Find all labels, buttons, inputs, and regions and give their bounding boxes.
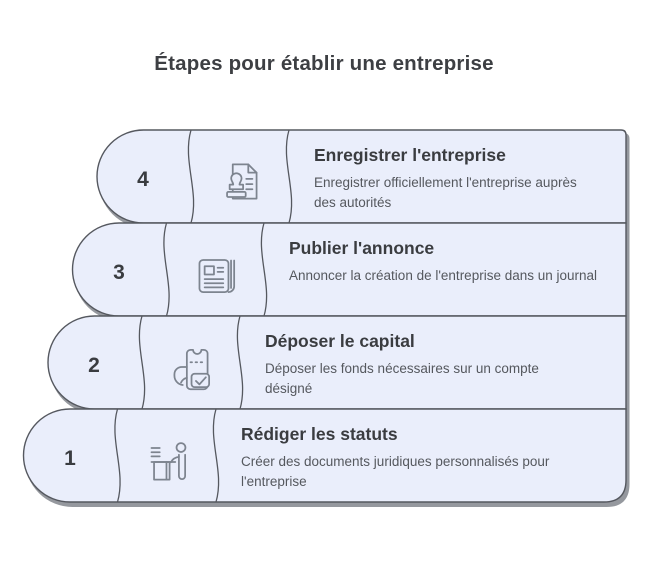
step-description: Créer des documents juridiques personnal… [241,454,550,489]
step-title: Enregistrer l'entreprise [314,145,506,165]
page-title: Étapes pour établir une entreprise [154,52,494,75]
newspaper-icon [186,246,244,304]
step-title: Rédiger les statuts [241,424,398,444]
step-number: 1 [64,447,76,470]
person-writing-desk-icon [138,432,196,490]
step-number: 3 [113,261,125,284]
step-title: Publier l'annonce [289,238,435,258]
step-number: 2 [88,354,100,377]
step-text-block: Publier l'annonce Annoncer la création d… [289,237,599,286]
stamp-document-icon [211,153,269,211]
step-description: Annoncer la création de l'entreprise dan… [289,268,598,283]
row-shape-step-4 [96,129,627,224]
step-text-block: Enregistrer l'entreprise Enregistrer off… [314,144,602,212]
step-text-block: Déposer le capital Déposer les fonds néc… [265,330,573,398]
row-dividers [114,129,293,503]
row-shape-step-1 [22,408,627,503]
step-text-block: Rédiger les statuts Créer des documents … [241,423,593,491]
step-description: Déposer les fonds nécessaires sur un com… [265,361,539,396]
step-title: Déposer le capital [265,331,415,351]
step-number: 4 [137,168,149,191]
hand-deposit-check-icon [162,339,220,397]
step-description: Enregistrer officiellement l'entreprise … [314,175,577,210]
